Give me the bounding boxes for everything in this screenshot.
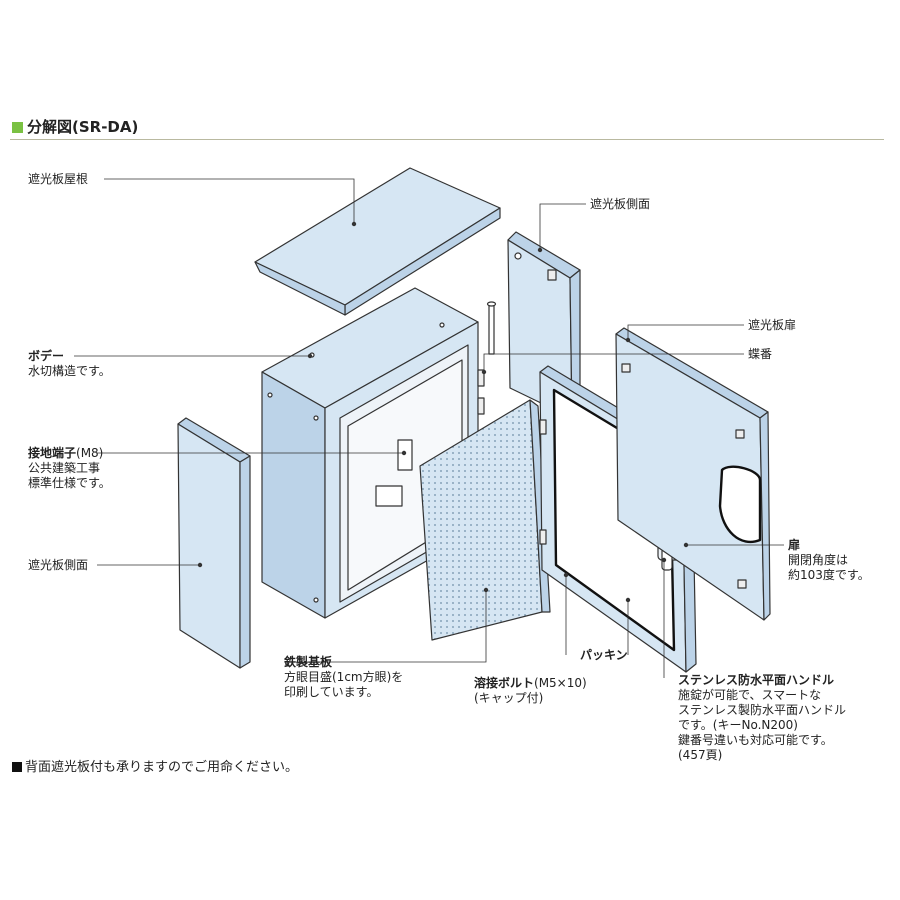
plate-name: 鉄製基板 <box>284 655 333 669</box>
label-weld-bolt: 溶接ボルト(M5×10) (キャップ付) <box>474 676 587 706</box>
handle-desc2: ステンレス製防水平面ハンドル <box>678 703 847 717</box>
body-desc: 水切構造です。 <box>28 364 111 378</box>
label-door: 扉 開閉角度は 約103度です。 <box>788 538 870 583</box>
handle-desc1: 施錠が可能で、スマートな <box>678 688 822 702</box>
bolt-desc: (キャップ付) <box>474 691 544 705</box>
section-title: 分解図(SR-DA) <box>12 116 138 137</box>
handle-desc5: (457頁) <box>678 748 723 762</box>
leader-dots <box>197 221 689 603</box>
green-square-icon <box>12 122 23 133</box>
footer-note-text: 背面遮光板付も承りますのでご用命ください。 <box>25 760 299 775</box>
handle-desc4: 鍵番号違いも対応可能です。 <box>678 733 833 747</box>
body-name: ボデー <box>28 349 65 363</box>
label-side-right: 遮光板側面 <box>590 197 651 211</box>
ground-desc1: 公共建築工事 <box>28 461 101 475</box>
label-body: ボデー 水切構造です。 <box>28 349 111 379</box>
packing-name: パッキン <box>580 648 628 662</box>
side-cover-left <box>177 417 251 669</box>
weld-bolt-part <box>486 301 497 355</box>
plate-desc2: 印刷しています。 <box>284 685 379 699</box>
bolt-spec: (M5×10) <box>534 676 587 690</box>
label-door-cover: 遮光板扉 <box>748 318 797 332</box>
ground-desc2: 標準仕様です。 <box>28 476 111 490</box>
roof-panel <box>254 167 501 316</box>
footer-note: 背面遮光板付も承りますのでご用命ください。 <box>12 756 298 775</box>
label-side-left: 遮光板側面 <box>28 558 89 572</box>
door-desc2: 約103度です。 <box>788 568 870 582</box>
handle-desc3: です。(キーNo.N200) <box>678 718 798 732</box>
ground-name: 接地端子 <box>28 446 77 460</box>
handle-name: ステンレス防水平面ハンドル <box>678 673 835 687</box>
label-roof: 遮光板屋根 <box>28 172 89 186</box>
title-divider <box>10 139 884 140</box>
label-packing: パッキン <box>580 648 628 663</box>
door-desc1: 開閉角度は <box>788 553 849 567</box>
bolt-name: 溶接ボルト <box>474 676 535 690</box>
black-square-icon <box>12 762 22 772</box>
door-shade-cover <box>615 327 771 621</box>
plate-desc1: 方眼目盛(1cm方眼)を <box>284 670 404 684</box>
ground-spec: (M8) <box>76 446 104 460</box>
label-hinge: 蝶番 <box>748 347 773 361</box>
section-title-text: 分解図(SR-DA) <box>27 118 139 136</box>
label-steel-plate: 鉄製基板 方眼目盛(1cm方眼)を 印刷しています。 <box>284 655 403 700</box>
leader-lines <box>74 178 784 678</box>
label-ground-terminal: 接地端子(M8) 公共建築工事 標準仕様です。 <box>28 446 111 491</box>
door-name: 扉 <box>788 538 801 552</box>
label-handle: ステンレス防水平面ハンドル 施錠が可能で、スマートな ステンレス製防水平面ハンド… <box>678 673 846 763</box>
